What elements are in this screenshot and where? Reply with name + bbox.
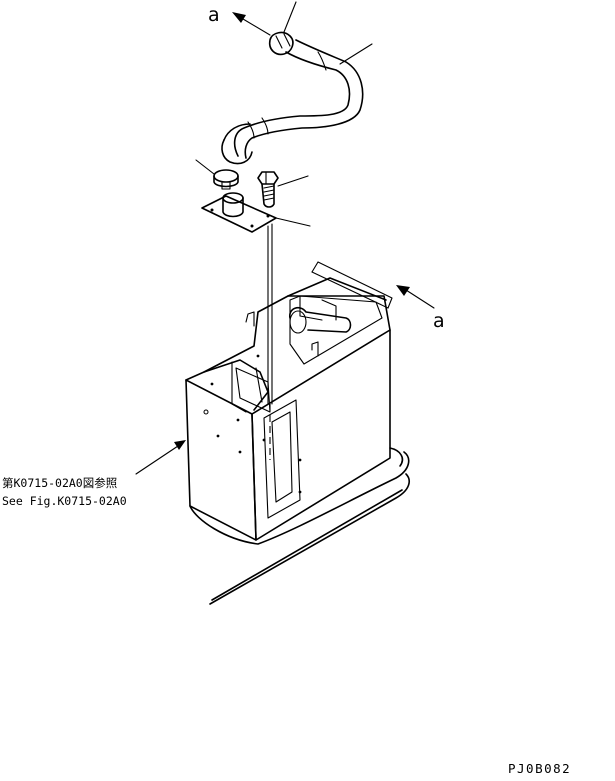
reference-text-en: See Fig.K0715-02A0 bbox=[2, 494, 127, 508]
hose bbox=[221, 1, 373, 165]
view-arrow-top: a bbox=[208, 4, 271, 36]
drawing-code: PJ0B082 bbox=[508, 761, 571, 776]
frame-rail bbox=[189, 447, 410, 605]
arrow-head-icon bbox=[232, 12, 246, 23]
hose-clamp bbox=[195, 159, 239, 190]
view-label-right: a bbox=[433, 310, 445, 332]
view-label-top: a bbox=[208, 4, 220, 26]
flange-plate bbox=[201, 192, 311, 405]
view-arrow-right: a bbox=[396, 285, 445, 332]
bolt bbox=[257, 171, 309, 208]
tank bbox=[185, 261, 393, 541]
reference-leader: 第K0715-02A0図参照 See Fig.K0715-02A0 bbox=[2, 440, 186, 508]
reference-text-jp: 第K0715-02A0図参照 bbox=[2, 476, 117, 490]
arrow-head-icon bbox=[174, 440, 186, 450]
arrow-head-icon bbox=[396, 285, 410, 296]
